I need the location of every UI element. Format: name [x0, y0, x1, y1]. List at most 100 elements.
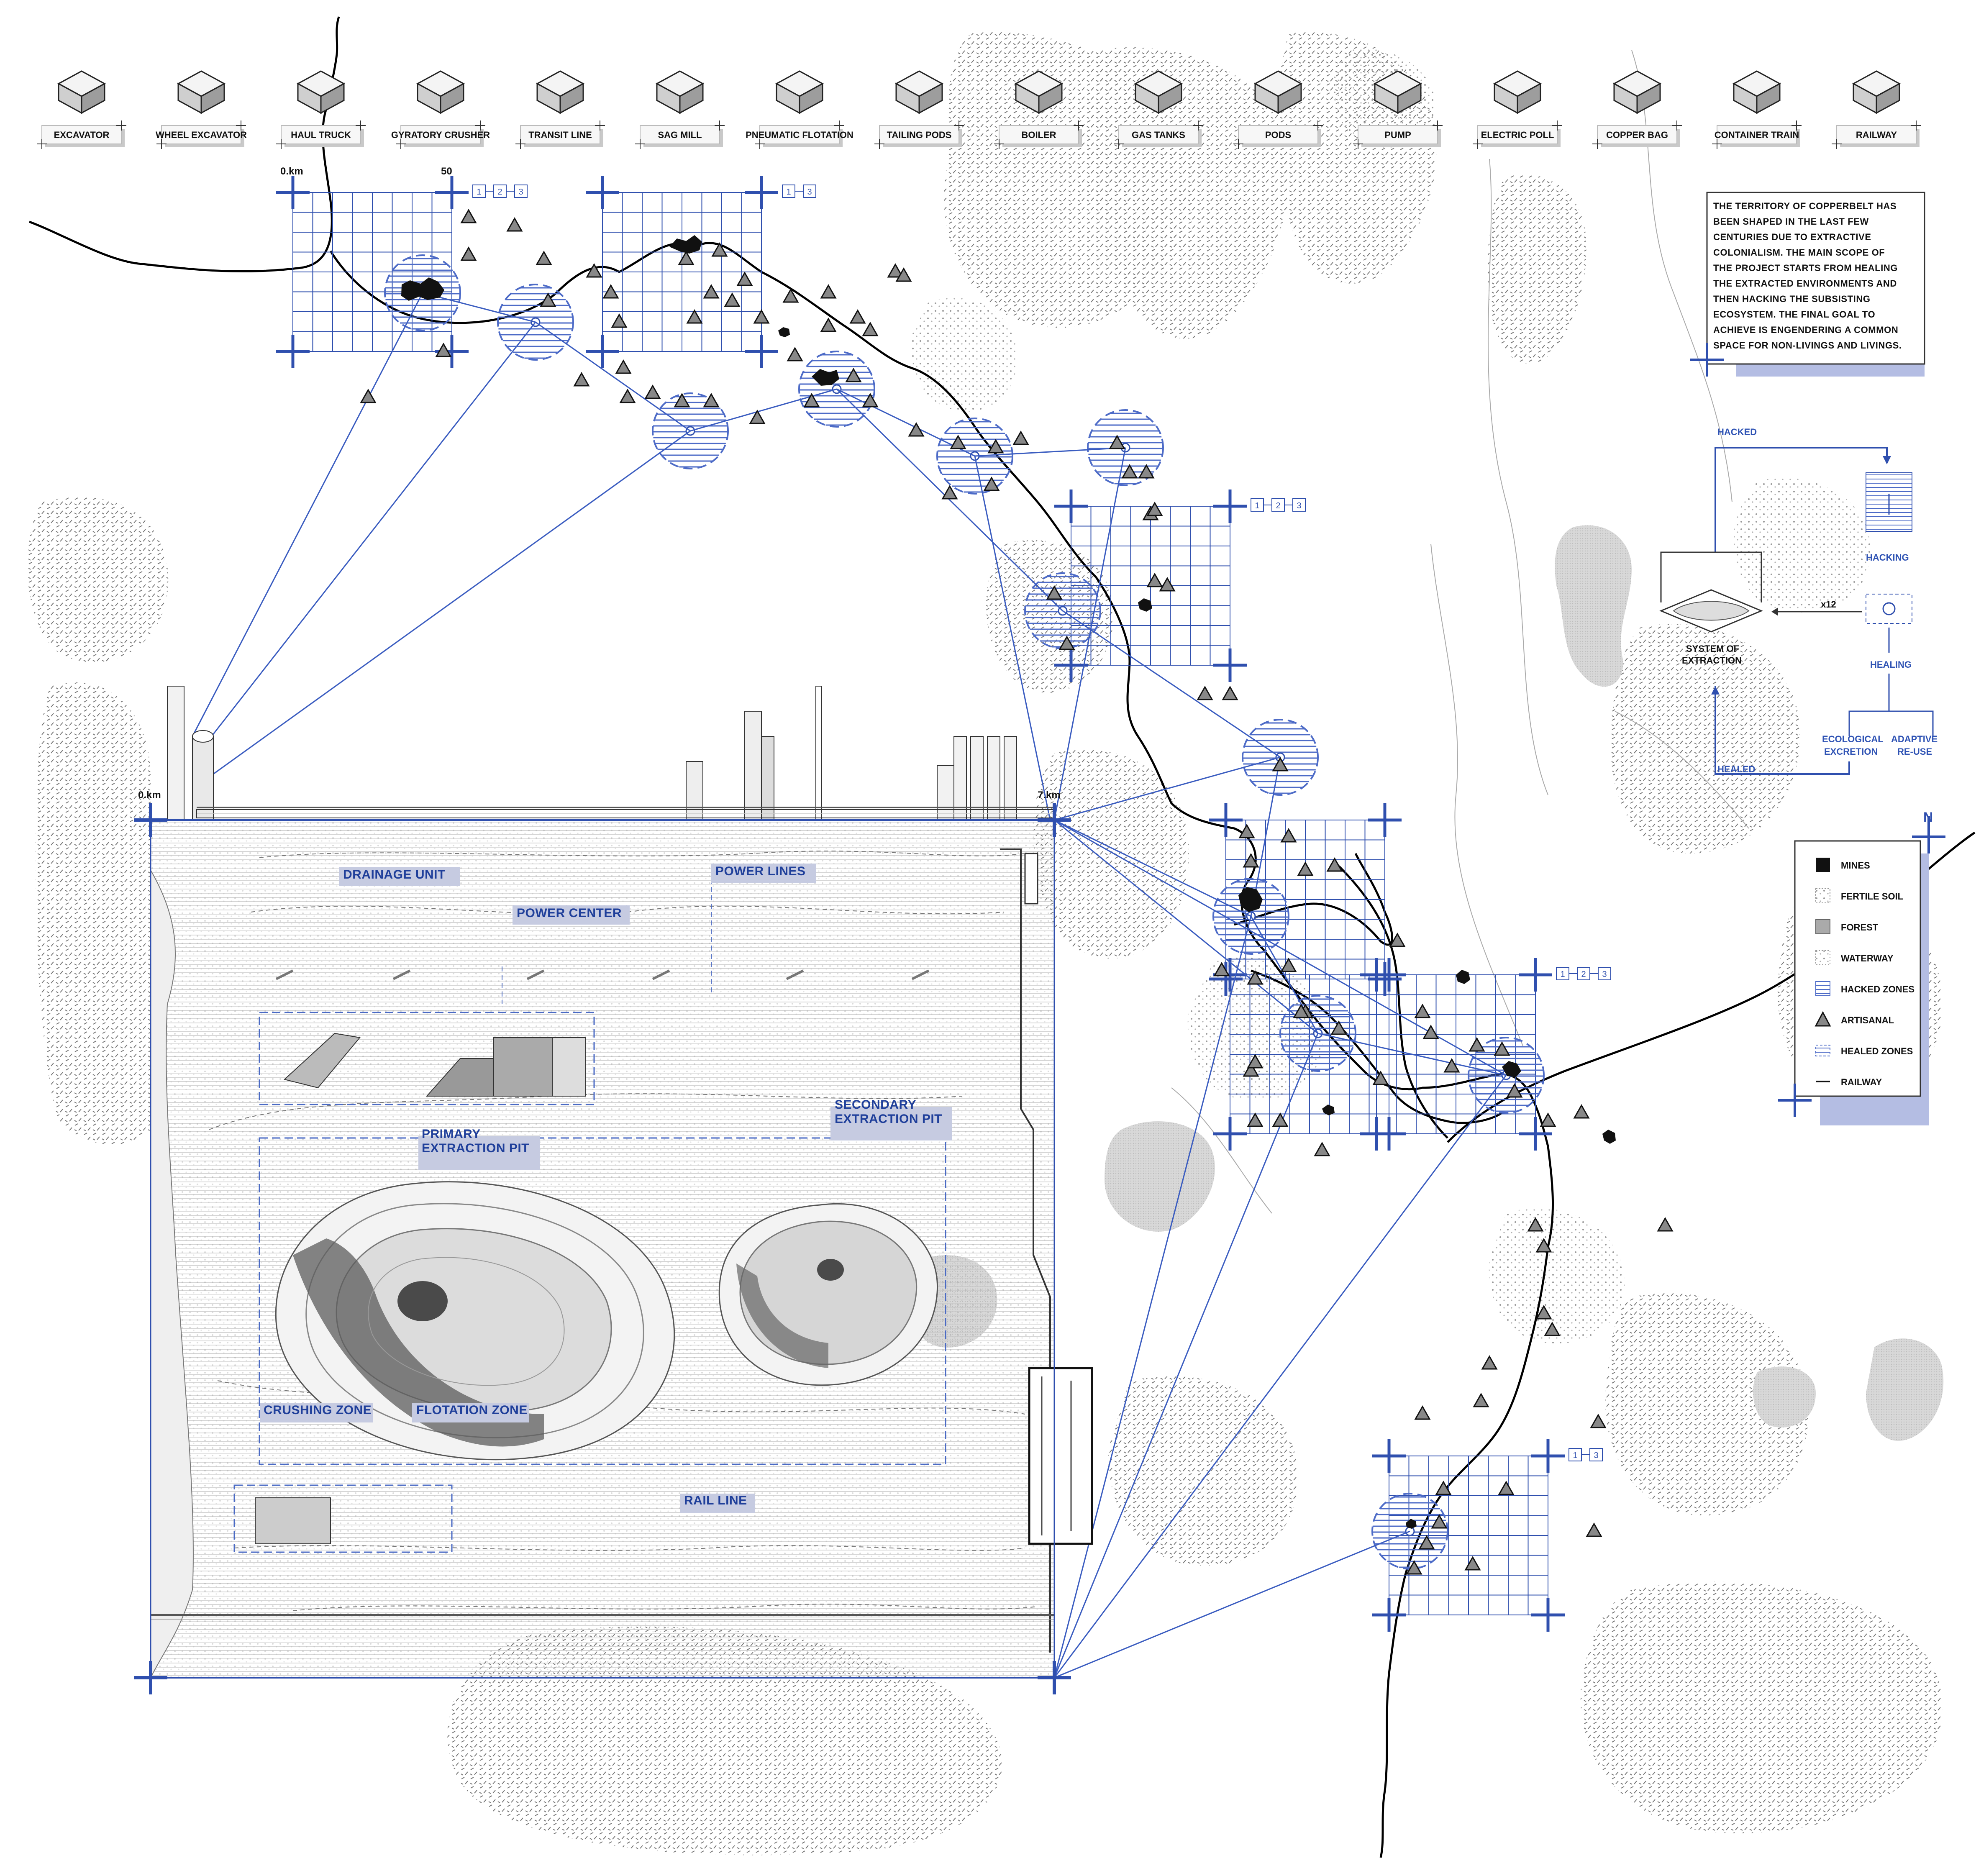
artisanal-triangle	[1414, 1405, 1431, 1420]
equipment-label: BOILER	[1021, 130, 1056, 140]
artisanal-triangle	[1247, 970, 1264, 985]
artisanal-triangle	[1146, 572, 1163, 587]
wheel-excavator-icon	[177, 70, 226, 114]
artisanal-triangle	[1272, 756, 1289, 771]
secondary-pit-label-2: EXTRACTION PIT	[835, 1112, 942, 1126]
artisanal-triangle	[1443, 1058, 1460, 1073]
artisanal-triangle	[1498, 1480, 1515, 1495]
description-line: ACHIEVE IS ENGENDERING A COMMON	[1713, 325, 1898, 335]
phase-tag: 3	[1589, 1448, 1603, 1461]
adaptive-reuse-label-1: ADAPTIVE	[1891, 734, 1938, 744]
artisanal-triangle	[1247, 1053, 1264, 1069]
multiplier-label: x12	[1821, 599, 1836, 610]
equipment-label: ELECTRIC POLL	[1481, 130, 1554, 140]
legend-row: RAILWAY	[1816, 1077, 1882, 1087]
phase-tag: 3	[1598, 967, 1611, 980]
equipment-label-tab: ELECTRIC POLL	[1473, 120, 1562, 149]
equipment-label: GAS TANKS	[1132, 130, 1185, 140]
phase-tag: 3	[1292, 498, 1306, 512]
artisanal-triangle	[862, 392, 879, 407]
artisanal-triangle	[615, 359, 632, 374]
artisanal-triangle	[1280, 957, 1297, 972]
pods-icon	[1253, 70, 1303, 114]
artisanal-triangle	[435, 342, 452, 357]
legend-label: HEALED ZONES	[1841, 1046, 1913, 1056]
artisanal-triangle	[1494, 1041, 1510, 1056]
flotation-zone-label: FLOTATION ZONE	[416, 1403, 528, 1417]
mines-swatch-icon	[1816, 858, 1830, 872]
artisanal-triangle	[1586, 1522, 1602, 1537]
artisanal-triangle	[1159, 577, 1176, 592]
legend-label: RAILWAY	[1841, 1077, 1882, 1087]
phase-tag-number: 3	[1602, 970, 1607, 979]
pneumatic-flotation-icon	[775, 70, 824, 114]
artisanal-triangle	[1527, 1217, 1544, 1232]
pump-icon	[1373, 70, 1422, 114]
hacked-zones-swatch-icon	[1815, 981, 1830, 996]
hacked-zone-grid	[1209, 803, 1402, 996]
legend-label: MINES	[1841, 860, 1870, 871]
forest-swatch-icon	[1815, 919, 1830, 934]
description-line: CENTURIES DUE TO EXTRACTIVE	[1713, 232, 1871, 242]
mine-clusters	[401, 235, 1616, 1529]
artisanal-triangle	[1469, 1037, 1485, 1052]
description-line: THE PROJECT STARTS FROM HEALING	[1713, 263, 1898, 273]
cycle-diagram: HACKED HACKING x12 SYSTEM OF EXTRACTION …	[1659, 427, 1938, 775]
artisanal-triangle	[908, 422, 925, 437]
artisanal-triangle	[1280, 828, 1297, 843]
artisanal-triangle	[1012, 430, 1029, 445]
hacking-label: HACKING	[1866, 552, 1909, 563]
phase-tag: 1	[1251, 498, 1272, 512]
equipment-label: COPPER BAG	[1606, 130, 1668, 140]
phase-tag-number: 3	[518, 187, 523, 197]
description-line: SPACE FOR NON-LIVINGS AND LIVINGS.	[1713, 340, 1902, 351]
artisanal-triangle	[1197, 685, 1213, 700]
phase-tag-number: 1	[786, 187, 791, 197]
healed-zone-circle	[936, 418, 1013, 495]
artisanal-triangle	[540, 292, 556, 307]
healed-label: HEALED	[1717, 764, 1755, 774]
artisanal-triangle	[950, 434, 966, 449]
artisanal-triangle	[849, 309, 866, 324]
description-line: COLONIALISM. THE MAIN SCOPE OF	[1713, 247, 1885, 258]
equipment-label: PODS	[1265, 130, 1291, 140]
artisanal-triangle	[845, 367, 862, 382]
railway-icon	[1852, 70, 1901, 114]
artisanal-triangle	[782, 288, 799, 303]
healed-zone-circle	[1212, 878, 1289, 955]
artisanal-triangle-icon	[1815, 1011, 1831, 1027]
power-lines-label: POWER LINES	[715, 864, 806, 878]
artisanal-triangle	[611, 313, 628, 328]
scale-bar: 0.km 50	[280, 166, 452, 177]
artisanal-triangle	[460, 246, 477, 261]
artisanal-triangle	[586, 263, 602, 278]
artisanal-triangle	[573, 372, 590, 387]
artisanal-triangle	[1464, 1556, 1481, 1571]
phase-tag: 1	[782, 185, 803, 198]
gas-tanks-icon	[1134, 70, 1183, 114]
equipment-label-tab: HAUL TRUCK	[276, 120, 366, 149]
artisanal-triangle	[1573, 1104, 1590, 1119]
phase-tag: 1	[1556, 967, 1577, 980]
primary-pit-label-1: PRIMARY	[422, 1127, 481, 1141]
equipment-label-tab: PNEUMATIC FLOTATION	[746, 120, 853, 149]
equipment-label-tab: TAILING PODS	[874, 120, 964, 149]
artisanal-triangle	[1247, 1112, 1264, 1127]
artisanal-triangle	[506, 217, 523, 232]
phase-tag: 3	[803, 185, 816, 198]
artisanal-triangle	[749, 409, 766, 424]
artisanal-triangle	[1109, 434, 1125, 449]
artisanal-triangle	[1297, 861, 1314, 876]
artisanal-triangle	[678, 250, 695, 265]
equipment-label-tab: COPPER BAG	[1592, 120, 1682, 149]
site-plan	[150, 820, 1093, 1678]
north-arrow: N	[1912, 810, 1945, 853]
waterway-swatch-icon	[1815, 950, 1830, 965]
background-waterways	[1171, 50, 1749, 1214]
secondary-extraction-pit	[718, 1203, 938, 1386]
